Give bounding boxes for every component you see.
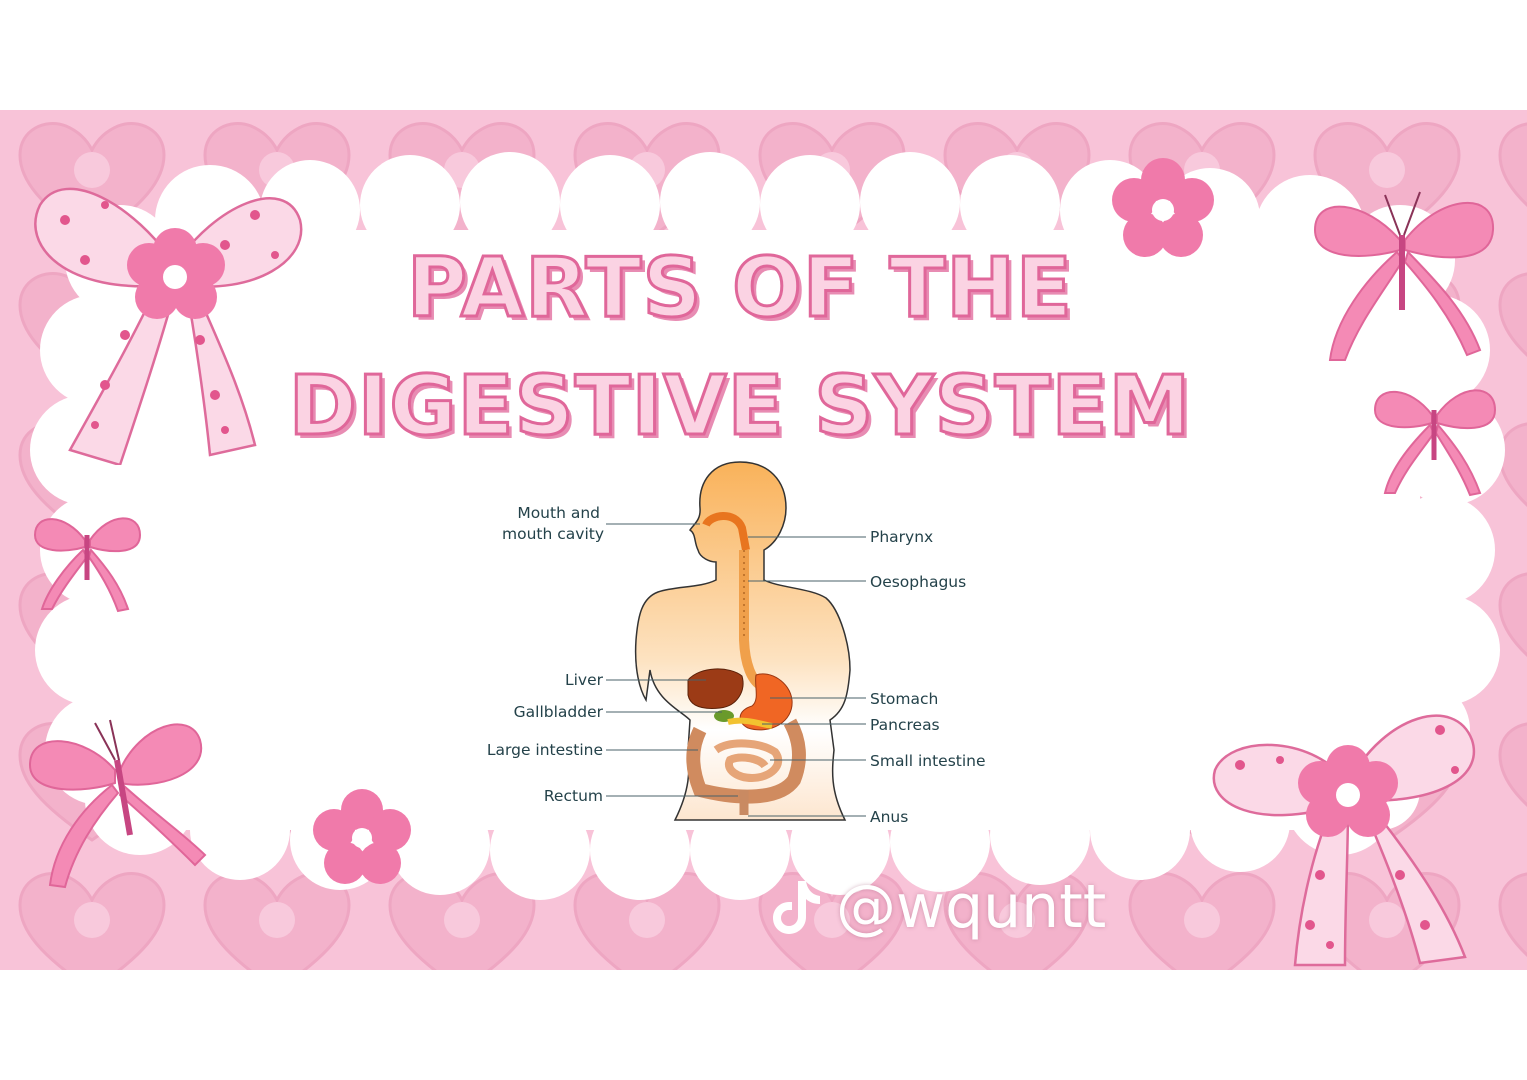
slide: PARTS OF THE DIGESTIVE SYSTEM xyxy=(0,110,1527,970)
label-large-intestine: Large intestine xyxy=(487,741,603,759)
tiktok-icon xyxy=(773,881,820,934)
label-liver: Liver xyxy=(565,671,604,689)
title-line-2: DIGESTIVE SYSTEM xyxy=(287,358,1192,456)
label-mouth-cavity: mouth cavity xyxy=(502,525,604,543)
label-pharynx: Pharynx xyxy=(870,528,933,546)
label-mouth: Mouth and xyxy=(517,504,600,522)
digestive-system-diagram: Mouth and mouth cavity Liver Gallbladder… xyxy=(487,461,986,826)
butterfly-icon xyxy=(33,517,142,613)
leader-lines xyxy=(606,523,866,817)
labels-left: Mouth and mouth cavity Liver Gallbladder… xyxy=(487,504,604,805)
organs xyxy=(686,512,806,815)
bow-icon xyxy=(1212,714,1476,967)
title-line-1: PARTS OF THE xyxy=(406,240,1074,338)
label-rectum: Rectum xyxy=(544,787,603,805)
label-oesophagus: Oesophagus xyxy=(870,573,966,591)
labels-right: Pharynx Oesophagus Stomach Pancreas Smal… xyxy=(870,528,986,826)
label-small-intestine: Small intestine xyxy=(870,752,986,770)
label-stomach: Stomach xyxy=(870,690,938,708)
bow-icon xyxy=(34,187,303,465)
butterfly-icon xyxy=(28,719,207,889)
label-anus: Anus xyxy=(870,808,908,826)
flower-icon xyxy=(313,789,411,884)
butterfly-icon xyxy=(1313,191,1495,361)
slide-title: PARTS OF THE DIGESTIVE SYSTEM xyxy=(200,230,1280,466)
butterfly-icon xyxy=(1373,389,1497,497)
label-gallbladder: Gallbladder xyxy=(514,703,604,721)
watermark-handle: @wquntt xyxy=(836,872,1107,942)
flower-icon xyxy=(1112,158,1214,257)
watermark: @wquntt xyxy=(770,872,1106,942)
label-pancreas: Pancreas xyxy=(870,716,940,734)
